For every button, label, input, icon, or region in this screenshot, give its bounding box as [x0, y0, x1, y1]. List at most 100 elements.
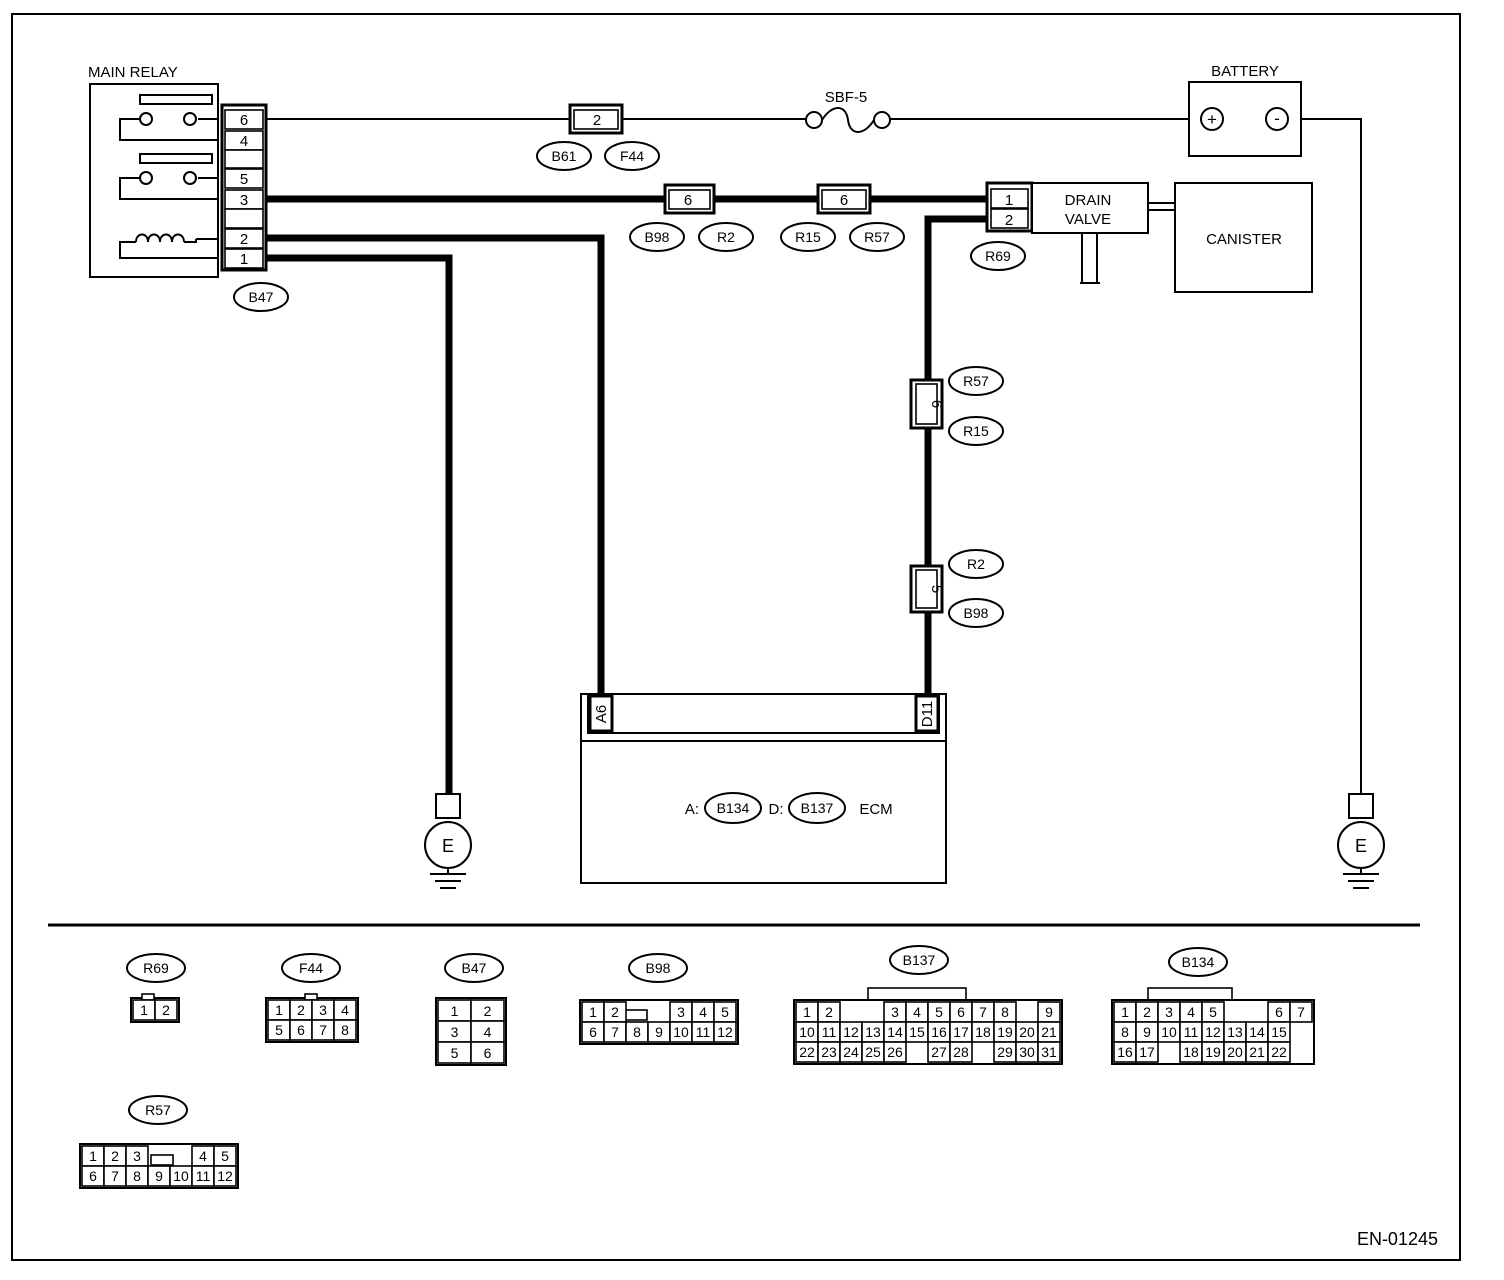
- harness-connector-r15-r57: 6: [816, 183, 872, 215]
- connector-pin: 27: [931, 1044, 947, 1060]
- connector-pin: 9: [655, 1024, 663, 1040]
- connector-pin: 13: [865, 1024, 881, 1040]
- ecm: A6 D11 A: B134 D: B137 ECM: [580, 693, 947, 884]
- drain-valve-pin: 2: [1005, 212, 1013, 229]
- harness-connector-r2-b98-vertical: 5: [909, 564, 945, 614]
- svg-text:VALVE: VALVE: [1065, 211, 1111, 228]
- connector-tag-b47: B47: [233, 282, 289, 312]
- fuse-sbf-5: SBF-5: [805, 89, 891, 133]
- battery-plus-terminal: [1200, 107, 1224, 131]
- connector-pin: 5: [1209, 1004, 1217, 1020]
- connector-pin: 5: [221, 1148, 229, 1164]
- connector-pin: 8: [341, 1022, 349, 1038]
- connector-pin: 17: [953, 1024, 969, 1040]
- connector-tag-b61: B61: [536, 141, 592, 171]
- connector-face-label: R57: [145, 1102, 171, 1118]
- svg-text:6: 6: [684, 192, 692, 209]
- connector-pin: 4: [913, 1004, 921, 1020]
- connector-pin: 1: [89, 1148, 97, 1164]
- connector-pin: 4: [699, 1004, 707, 1020]
- connector-face-label: R69: [143, 960, 169, 976]
- connector-pin: 5: [275, 1022, 283, 1038]
- relay-connector: 6 4 5 3 2 1: [220, 103, 268, 272]
- connector-pin: 11: [696, 1024, 711, 1040]
- connector-pin: 13: [1227, 1024, 1243, 1040]
- connector-pin: 4: [199, 1148, 207, 1164]
- connector-pin: 8: [1121, 1024, 1129, 1040]
- connector-pin: 11: [1184, 1024, 1199, 1040]
- connector-pin: 4: [1187, 1004, 1195, 1020]
- connector-pin: 25: [865, 1044, 881, 1060]
- svg-text:SBF-5: SBF-5: [825, 89, 868, 106]
- connector-face-label: B137: [903, 952, 936, 968]
- connector-pin: 7: [111, 1168, 119, 1184]
- drain-valve: 1 2 DRAIN VALVE: [985, 181, 1175, 284]
- connector-pin: 5: [935, 1004, 943, 1020]
- svg-text:F44: F44: [620, 148, 644, 164]
- connector-pin: 24: [843, 1044, 859, 1060]
- connector-tag-f44: F44: [604, 141, 660, 171]
- connector-pin: 9: [155, 1168, 163, 1184]
- diagram-frame: [11, 13, 1461, 1261]
- connector-pin: 26: [887, 1044, 903, 1060]
- relay-pin: 1: [240, 251, 248, 268]
- relay-pin: 5: [240, 171, 248, 188]
- connector-pin: 5: [451, 1045, 459, 1061]
- connector-tag-r2: R2: [698, 222, 754, 252]
- connector-pin: 30: [1019, 1044, 1035, 1060]
- connector-pin: 20: [1019, 1024, 1035, 1040]
- svg-text:D:: D:: [769, 801, 784, 818]
- connector-pin: 4: [484, 1024, 492, 1040]
- connector-pin: 14: [1249, 1024, 1265, 1040]
- svg-text:-: -: [1274, 109, 1280, 128]
- connector-pin: 3: [319, 1002, 327, 1018]
- ecm-connector-d: B137: [801, 800, 834, 816]
- connector-pin: 17: [1139, 1044, 1155, 1060]
- relay-contact-1: [119, 94, 218, 141]
- svg-text:E: E: [442, 836, 454, 856]
- ecm-terminal-a6: A6: [593, 705, 610, 723]
- svg-text:BATTERY: BATTERY: [1211, 63, 1279, 80]
- main-relay-body: [89, 83, 219, 278]
- connector-pin: 7: [611, 1024, 619, 1040]
- battery-minus-terminal: [1265, 107, 1289, 131]
- connector-tag-b98-vertical: B98: [948, 598, 1004, 628]
- connector-pin: 7: [979, 1004, 987, 1020]
- connector-face-label: B134: [1182, 954, 1215, 970]
- connector-pin: 18: [975, 1024, 991, 1040]
- connector-pin: 19: [1205, 1044, 1221, 1060]
- relay-contact-2: [119, 153, 218, 200]
- connector-pin: 1: [803, 1004, 811, 1020]
- connector-pin: 6: [589, 1024, 597, 1040]
- drain-valve-pin: 1: [1005, 192, 1013, 209]
- connector-pin: 2: [111, 1148, 119, 1164]
- connector-pin: 22: [1271, 1044, 1287, 1060]
- connector-pin: 7: [319, 1022, 327, 1038]
- connector-face-label: B47: [462, 960, 487, 976]
- connector-pin: 3: [133, 1148, 141, 1164]
- svg-text:R2: R2: [717, 229, 735, 245]
- connector-pin: 5: [721, 1004, 729, 1020]
- connector-pin: 6: [297, 1022, 305, 1038]
- canister: CANISTER: [1174, 182, 1313, 293]
- harness-connector-r57-r15-vertical: 6: [909, 378, 945, 430]
- connector-pin: 31: [1041, 1044, 1057, 1060]
- wire-relay-1-to-ground: [266, 254, 453, 794]
- battery: BATTERY + -: [1188, 63, 1302, 157]
- connector-pin: 3: [1165, 1004, 1173, 1020]
- connector-pin: 9: [1045, 1004, 1053, 1020]
- connector-pin: 16: [931, 1024, 947, 1040]
- connector-pin: 15: [1271, 1024, 1287, 1040]
- connector-pin: 10: [673, 1024, 689, 1040]
- connector-pin: 2: [297, 1002, 305, 1018]
- ecm-terminal-d11: D11: [919, 701, 936, 727]
- connector-tag-r2-vertical: R2: [948, 549, 1004, 579]
- main-relay-label: MAIN RELAY: [88, 64, 178, 81]
- connector-pin: 16: [1117, 1044, 1133, 1060]
- connector-pin: 2: [825, 1004, 833, 1020]
- ground-right: E: [1337, 793, 1385, 889]
- svg-text:2: 2: [593, 112, 601, 129]
- ecm-connector-a: B134: [717, 800, 750, 816]
